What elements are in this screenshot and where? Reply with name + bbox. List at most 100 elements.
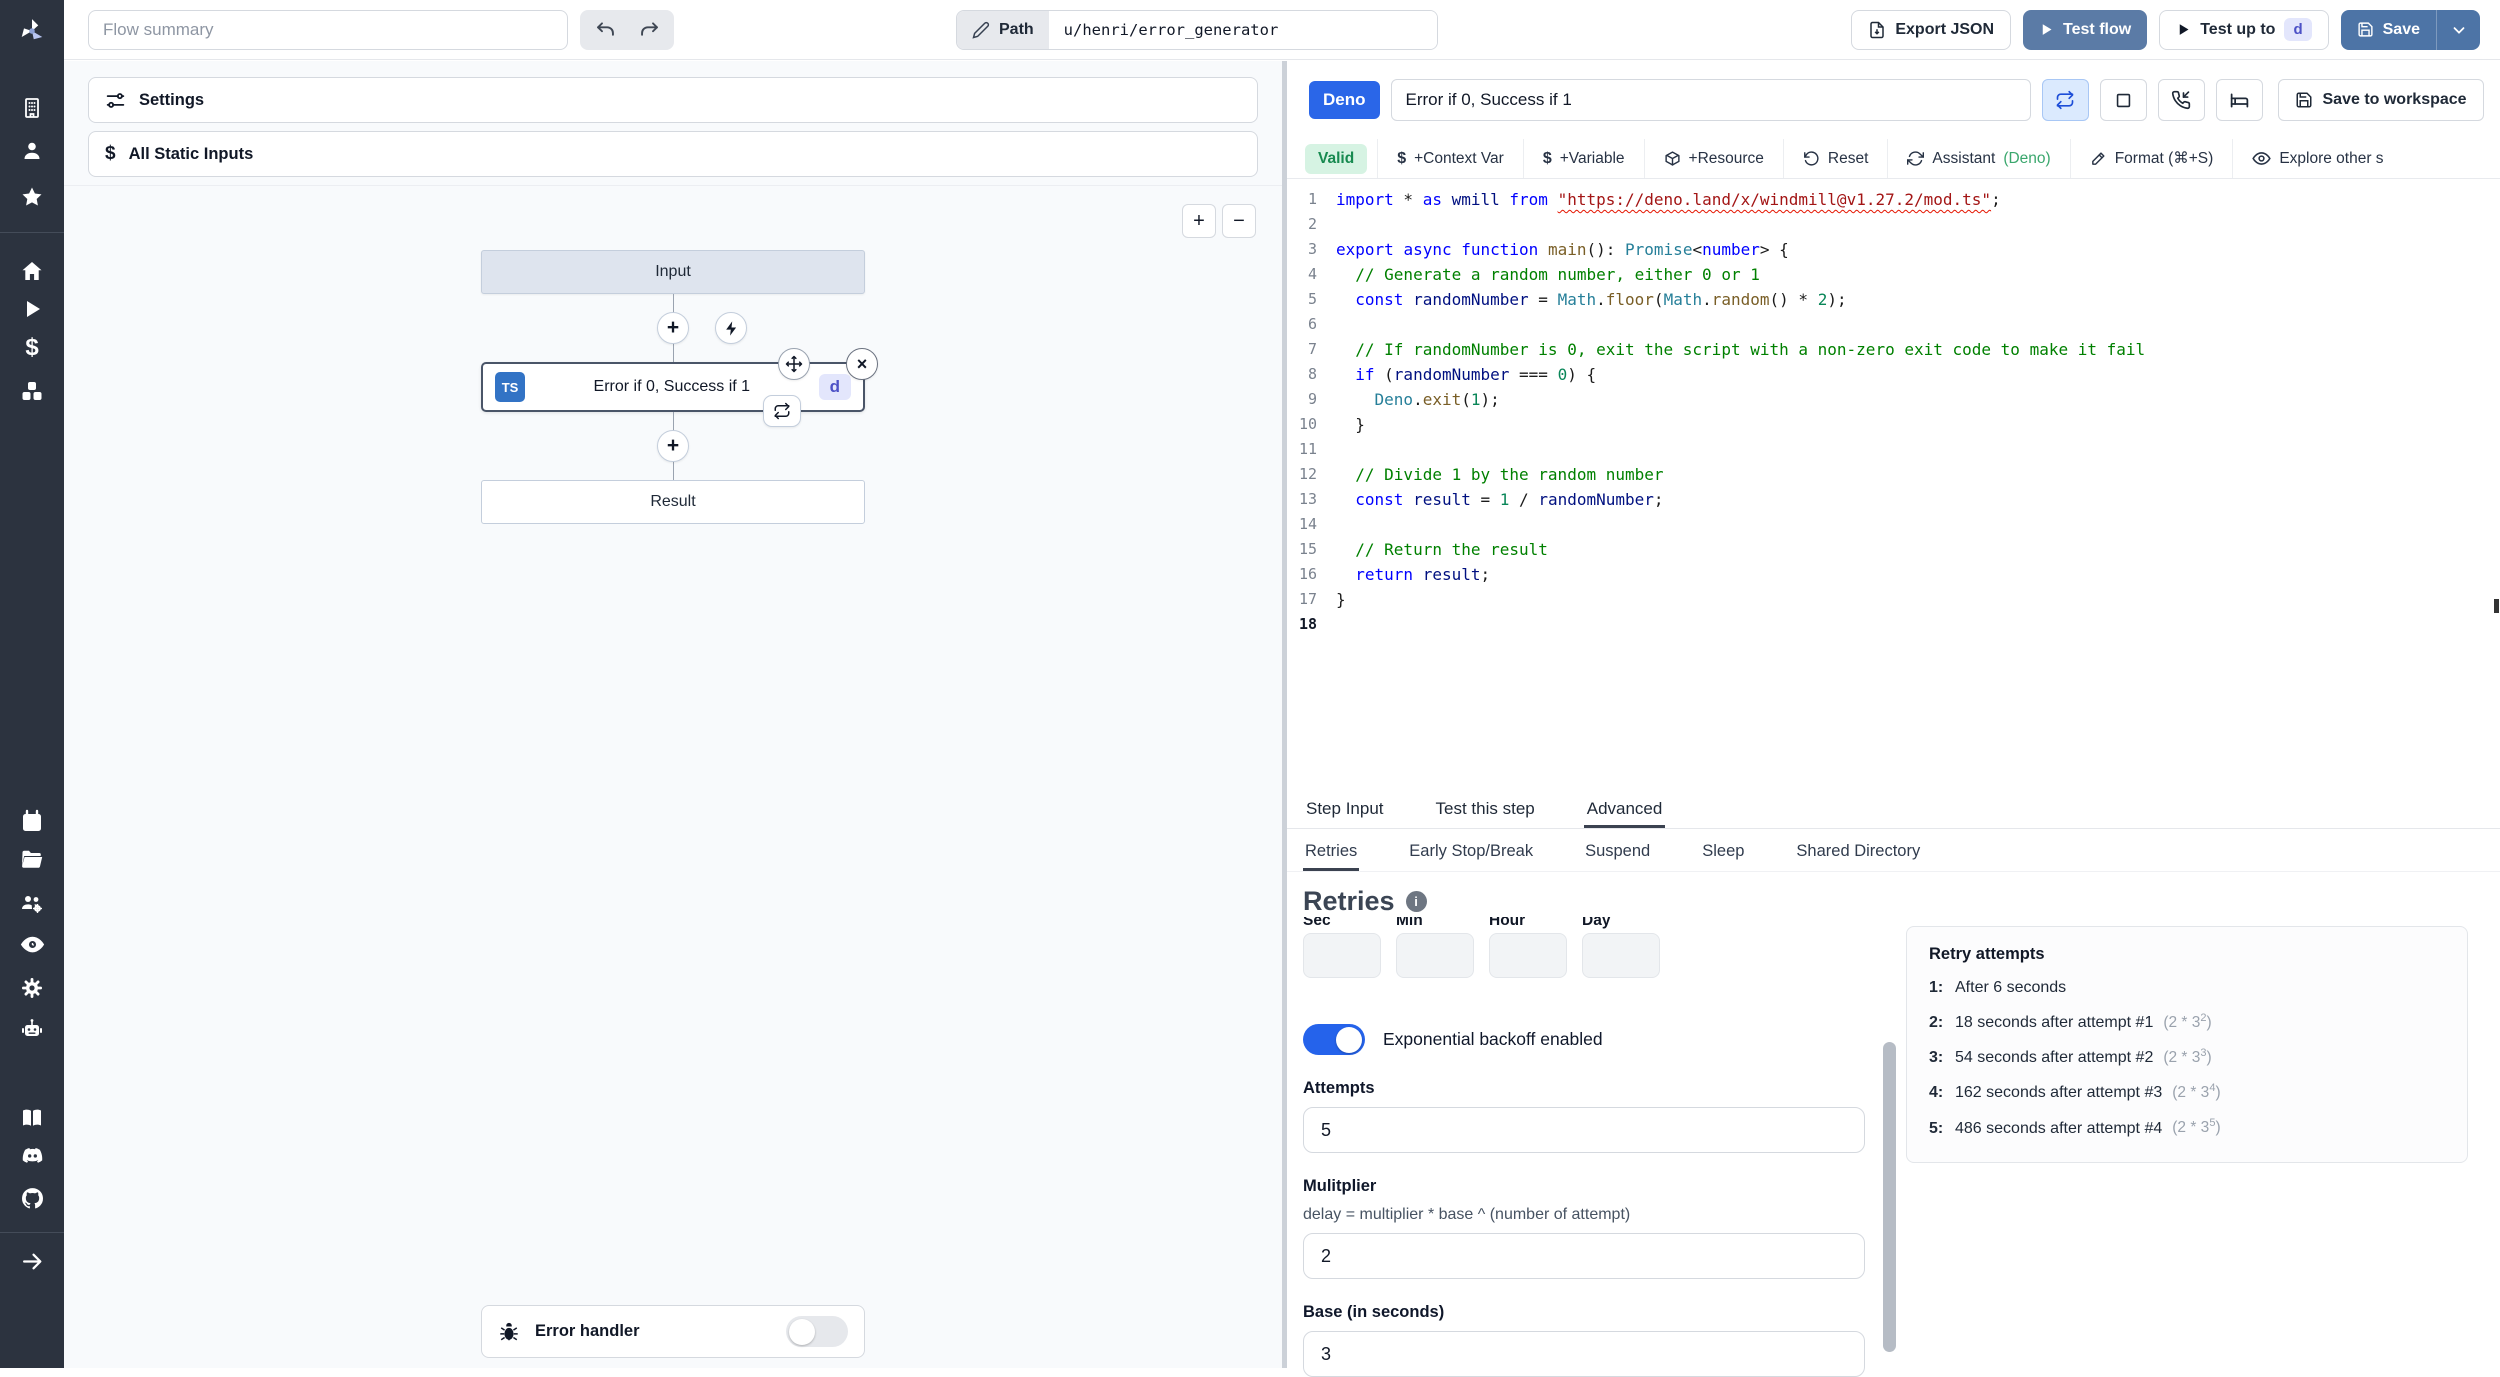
- explore-scripts-button[interactable]: Explore other s: [2233, 139, 2402, 178]
- line-content: return result;: [1317, 562, 1490, 587]
- tab-test-this-step[interactable]: Test this step: [1433, 799, 1538, 828]
- error-handler-toggle[interactable]: [786, 1316, 848, 1347]
- home-icon[interactable]: [19, 258, 45, 284]
- reset-button[interactable]: Reset: [1784, 139, 1889, 178]
- hour-input[interactable]: [1489, 933, 1567, 978]
- settings-row[interactable]: Settings: [88, 77, 1258, 123]
- undo-button[interactable]: [588, 15, 622, 45]
- flow-node-result[interactable]: Result: [481, 480, 865, 524]
- code-line[interactable]: 2: [1287, 212, 2500, 237]
- scrollbar[interactable]: [1883, 1042, 1896, 1352]
- sec-label: Sec: [1303, 917, 1381, 930]
- dollar-icon[interactable]: $: [19, 335, 45, 361]
- calendar-icon[interactable]: [19, 808, 45, 834]
- code-line[interactable]: 9 Deno.exit(1);: [1287, 387, 2500, 412]
- code-line[interactable]: 4 // Generate a random number, either 0 …: [1287, 262, 2500, 287]
- step-name-input[interactable]: [1391, 79, 2031, 121]
- save-icon: [2295, 91, 2313, 109]
- eye-icon[interactable]: [19, 931, 45, 957]
- add-variable-button[interactable]: $ +Variable: [1524, 139, 1645, 178]
- flow-node-step[interactable]: TS Error if 0, Success if 1 d ×: [481, 362, 865, 412]
- exponential-backoff-toggle[interactable]: [1303, 1024, 1365, 1055]
- assistant-button[interactable]: Assistant (Deno): [1888, 139, 2070, 178]
- code-line[interactable]: 16 return result;: [1287, 562, 2500, 587]
- tab-advanced[interactable]: Advanced: [1584, 799, 1666, 828]
- all-static-inputs-row[interactable]: $ All Static Inputs: [88, 131, 1258, 177]
- test-flow-button[interactable]: Test flow: [2023, 10, 2147, 50]
- tab-early-stop-break[interactable]: Early Stop/Break: [1407, 842, 1535, 871]
- suspend-button[interactable]: [2158, 79, 2205, 121]
- discord-icon[interactable]: [19, 1143, 45, 1169]
- tab-suspend[interactable]: Suspend: [1583, 842, 1652, 871]
- flow-summary-input[interactable]: [88, 10, 568, 50]
- flow-editor-pane: Settings $ All Static Inputs + − Input +: [64, 61, 1282, 1368]
- multiplier-input[interactable]: [1303, 1233, 1865, 1279]
- line-number: 10: [1287, 412, 1317, 437]
- move-step-handle[interactable]: [778, 348, 810, 380]
- code-line[interactable]: 17}: [1287, 587, 2500, 612]
- retries-toggle-button[interactable]: [2042, 79, 2089, 121]
- tab-shared-directory[interactable]: Shared Directory: [1794, 842, 1922, 871]
- code-line[interactable]: 5 const randomNumber = Math.floor(Math.r…: [1287, 287, 2500, 312]
- export-json-button[interactable]: Export JSON: [1851, 10, 2011, 50]
- save-dropdown-button[interactable]: [2436, 10, 2480, 50]
- add-resource-button[interactable]: +Resource: [1645, 139, 1784, 178]
- add-step-button[interactable]: +: [657, 312, 689, 344]
- flow-node-input[interactable]: Input: [481, 250, 865, 294]
- line-number: 7: [1287, 337, 1317, 362]
- trigger-bolt-button[interactable]: [715, 312, 747, 344]
- code-line[interactable]: 12 // Divide 1 by the random number: [1287, 462, 2500, 487]
- folder-icon[interactable]: [19, 846, 45, 872]
- add-step-button[interactable]: +: [657, 430, 689, 462]
- tab-retries[interactable]: Retries: [1303, 842, 1359, 871]
- tab-step-input[interactable]: Step Input: [1303, 799, 1387, 828]
- retry-attempt-item: 3:54 seconds after attempt #2(2 * 33): [1929, 1047, 2445, 1067]
- user-icon[interactable]: [19, 138, 45, 164]
- code-line[interactable]: 14: [1287, 512, 2500, 537]
- min-input[interactable]: [1396, 933, 1474, 978]
- add-context-var-button[interactable]: $ +Context Var: [1378, 139, 1524, 178]
- zoom-in-button[interactable]: +: [1182, 204, 1216, 238]
- gear-icon[interactable]: [19, 975, 45, 1001]
- play-icon[interactable]: [19, 296, 45, 322]
- code-line[interactable]: 18: [1287, 612, 2500, 637]
- info-icon[interactable]: i: [1406, 891, 1427, 912]
- format-button[interactable]: Format (⌘+S): [2071, 139, 2234, 178]
- resources-cubes-icon[interactable]: [19, 378, 45, 404]
- groups-gear-icon[interactable]: [19, 890, 45, 916]
- save-button[interactable]: Save: [2341, 10, 2436, 50]
- zoom-out-button[interactable]: −: [1222, 204, 1256, 238]
- day-input[interactable]: [1582, 933, 1660, 978]
- code-line[interactable]: 11: [1287, 437, 2500, 462]
- building-icon[interactable]: [19, 95, 45, 121]
- play-icon: [2176, 22, 2191, 37]
- save-to-workspace-button[interactable]: Save to workspace: [2278, 79, 2484, 121]
- expand-arrow-icon[interactable]: [19, 1248, 45, 1274]
- delete-step-button[interactable]: ×: [846, 348, 878, 380]
- code-line[interactable]: 8 if (randomNumber === 0) {: [1287, 362, 2500, 387]
- sleep-button[interactable]: [2216, 79, 2263, 121]
- robot-icon[interactable]: [19, 1016, 45, 1042]
- sec-input[interactable]: [1303, 933, 1381, 978]
- code-line[interactable]: 10 }: [1287, 412, 2500, 437]
- redo-button[interactable]: [632, 15, 666, 45]
- code-line[interactable]: 15 // Return the result: [1287, 537, 2500, 562]
- code-line[interactable]: 6: [1287, 312, 2500, 337]
- star-icon[interactable]: [19, 184, 45, 210]
- tab-sleep[interactable]: Sleep: [1700, 842, 1746, 871]
- windmill-logo-icon[interactable]: [17, 16, 47, 46]
- github-icon[interactable]: [19, 1185, 45, 1211]
- flow-canvas[interactable]: + − Input + TS Error if 0, Success if 1 …: [64, 185, 1282, 1368]
- error-handler-label: Error handler: [535, 1322, 771, 1341]
- attempts-input[interactable]: [1303, 1107, 1865, 1153]
- code-line[interactable]: 13 const result = 1 / randomNumber;: [1287, 487, 2500, 512]
- test-up-to-button[interactable]: Test up to d: [2159, 10, 2328, 50]
- code-line[interactable]: 7 // If randomNumber is 0, exit the scri…: [1287, 337, 2500, 362]
- path-input[interactable]: [1049, 11, 1437, 49]
- stop-button[interactable]: [2100, 79, 2147, 121]
- base-input[interactable]: [1303, 1331, 1865, 1377]
- book-icon[interactable]: [19, 1105, 45, 1131]
